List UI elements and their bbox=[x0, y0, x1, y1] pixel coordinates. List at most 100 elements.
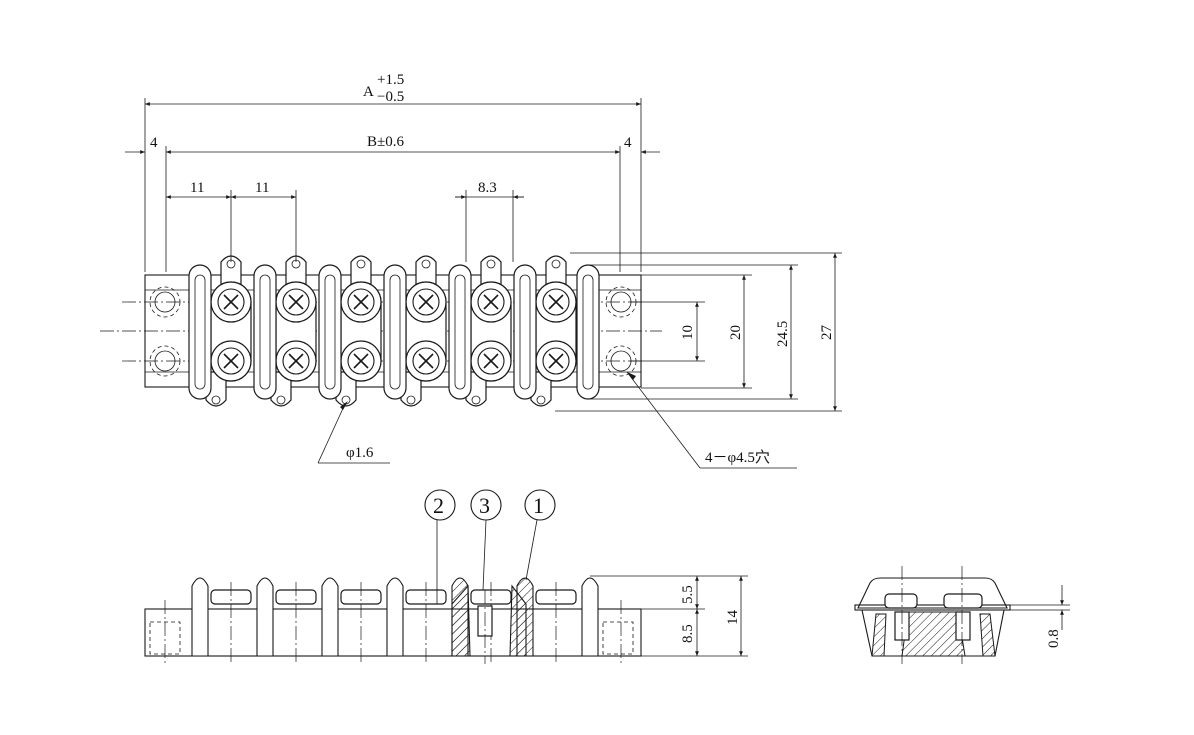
front-barrier-1 bbox=[191, 577, 209, 657]
dim-a-tol-lower: −0.5 bbox=[377, 89, 404, 105]
terminal-group bbox=[205, 255, 577, 407]
tab-upper bbox=[285, 255, 307, 291]
barrier-outer bbox=[513, 264, 537, 400]
barrier-slot bbox=[582, 274, 594, 390]
barrier-slot bbox=[454, 274, 466, 390]
mount-hole-left-top bbox=[149, 286, 181, 318]
barrier-outer bbox=[188, 264, 212, 400]
screw-upper bbox=[282, 288, 310, 316]
pin-hole-lower bbox=[211, 395, 221, 405]
cross-recess-icon bbox=[483, 294, 499, 310]
pin-hole-upper bbox=[356, 259, 366, 269]
terminal-6 bbox=[530, 255, 577, 407]
callout-3: 3 bbox=[470, 489, 502, 591]
side-end-plate bbox=[854, 604, 1011, 611]
barrier-outer bbox=[383, 264, 407, 400]
front-barrier-2 bbox=[256, 577, 274, 657]
pin-hole-lower bbox=[471, 395, 481, 405]
dim-end-thickness: 0.8 bbox=[1046, 629, 1062, 648]
dim-barrier: 8.3 bbox=[455, 180, 524, 262]
screw-lower bbox=[217, 347, 245, 375]
tab-upper bbox=[350, 255, 372, 291]
barrier-slot bbox=[194, 274, 206, 390]
tab-upper bbox=[415, 255, 437, 291]
dim-barrier-label: 8.3 bbox=[478, 180, 497, 196]
section-right bbox=[509, 584, 527, 657]
terminal-2 bbox=[270, 255, 317, 407]
screw-upper bbox=[347, 288, 375, 316]
screw-upper bbox=[542, 288, 570, 316]
barrier-5 bbox=[448, 264, 472, 400]
tab-upper bbox=[545, 255, 567, 291]
top-view: A +1.5 −0.5 B±0.6 4 4 11 11 bbox=[100, 72, 842, 469]
dim-side-lower: 8.5 bbox=[680, 624, 696, 643]
cross-recess-icon bbox=[483, 353, 499, 369]
dim-height-24-5: 24.5 bbox=[775, 321, 791, 347]
leader-pin-hole: φ1.6 bbox=[317, 401, 390, 464]
screw-lower bbox=[542, 347, 570, 375]
dim-pitch: 11 11 bbox=[165, 180, 297, 262]
barrier-outer bbox=[318, 264, 342, 400]
pin-hole-upper bbox=[551, 259, 561, 269]
screw-lower bbox=[282, 347, 310, 375]
terminal-4 bbox=[400, 255, 447, 407]
pin-hole-lower bbox=[406, 395, 416, 405]
terminal-3 bbox=[335, 255, 382, 407]
side-view: 0.8 bbox=[854, 566, 1070, 664]
cross-recess-icon bbox=[223, 294, 239, 310]
barrier-group bbox=[188, 264, 600, 400]
cross-recess-icon bbox=[548, 294, 564, 310]
callout-2: 2 bbox=[424, 489, 456, 604]
cross-recess-icon bbox=[418, 353, 434, 369]
barrier-2 bbox=[253, 264, 277, 400]
pin-hole-label: φ1.6 bbox=[346, 445, 374, 461]
barrier-slot bbox=[519, 274, 531, 390]
pin-hole-lower bbox=[536, 395, 546, 405]
dim-row-spacing: 10 bbox=[680, 325, 696, 340]
cross-recess-icon bbox=[548, 353, 564, 369]
barrier-outer bbox=[448, 264, 472, 400]
dim-b: B±0.6 4 4 bbox=[125, 134, 660, 272]
section-left bbox=[451, 584, 471, 657]
front-barrier-7 bbox=[581, 577, 599, 657]
front-barrier-3 bbox=[321, 577, 339, 657]
barrier-7 bbox=[576, 264, 600, 400]
front-view: 5.5 8.5 14 2 3 1 bbox=[144, 489, 748, 664]
dim-vertical: 10 20 24.5 27 bbox=[555, 252, 842, 412]
side-cover bbox=[857, 577, 1008, 609]
pin-hole-upper bbox=[421, 259, 431, 269]
barrier-4 bbox=[383, 264, 407, 400]
barrier-outer bbox=[253, 264, 277, 400]
front-parts bbox=[191, 577, 599, 664]
barrier-outer bbox=[576, 264, 600, 400]
cross-recess-icon bbox=[288, 353, 304, 369]
dim-a-label: A bbox=[363, 84, 374, 100]
dim-height-20: 20 bbox=[728, 325, 744, 340]
mount-holes-label: 4－φ4.5穴 bbox=[705, 449, 770, 466]
barrier-slot bbox=[389, 274, 401, 390]
screw-upper bbox=[412, 288, 440, 316]
callout-3-label: 3 bbox=[479, 493, 490, 518]
screw-upper bbox=[477, 288, 505, 316]
barrier-1 bbox=[188, 264, 212, 400]
barrier-slot bbox=[324, 274, 336, 390]
screw-lower bbox=[477, 347, 505, 375]
cross-recess-icon bbox=[353, 353, 369, 369]
front-barrier-4 bbox=[386, 577, 404, 657]
dim-end-right: 4 bbox=[624, 135, 632, 151]
barrier-3 bbox=[318, 264, 342, 400]
pin-hole-lower bbox=[276, 395, 286, 405]
cross-recess-icon bbox=[418, 294, 434, 310]
mount-hole-left-bottom bbox=[149, 345, 181, 377]
barrier-slot bbox=[259, 274, 271, 390]
dim-side-upper: 5.5 bbox=[680, 585, 696, 604]
callout-1-label: 1 bbox=[533, 493, 544, 518]
screw-lower bbox=[412, 347, 440, 375]
barrier-6 bbox=[513, 264, 537, 400]
dim-side-total: 14 bbox=[725, 610, 741, 626]
dim-a: A +1.5 −0.5 bbox=[144, 72, 642, 272]
dim-end-left: 4 bbox=[150, 135, 158, 151]
pin-hole-upper bbox=[486, 259, 496, 269]
screw-upper bbox=[217, 288, 245, 316]
